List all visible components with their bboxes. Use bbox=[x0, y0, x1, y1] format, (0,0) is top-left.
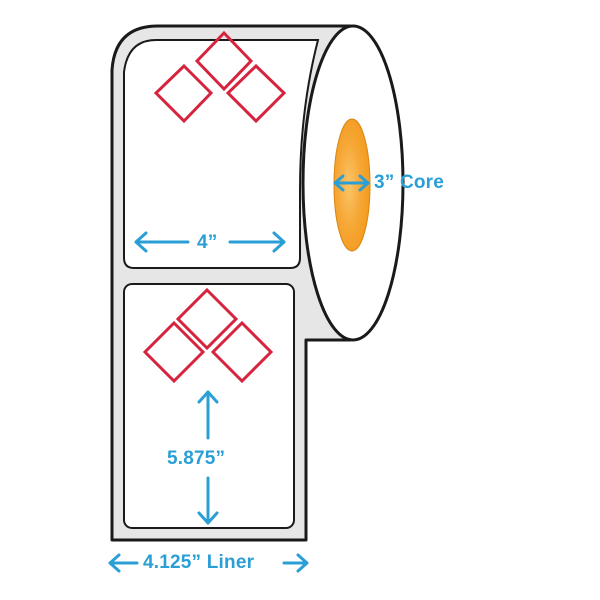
hazard-diamond-top bbox=[175, 287, 239, 351]
label-height-arrow bbox=[197, 390, 219, 525]
hazard-diamond-left bbox=[153, 63, 214, 124]
core bbox=[333, 118, 371, 252]
core-diameter-text: 3” Core bbox=[374, 172, 445, 193]
hazard-diamond-cluster-icon bbox=[142, 287, 274, 384]
hazard-diamond-top bbox=[194, 30, 254, 92]
top-label bbox=[123, 39, 320, 269]
liner-width-arrow bbox=[108, 553, 309, 573]
hazard-diamond-cluster-icon bbox=[153, 30, 287, 124]
hazard-diamond-left bbox=[142, 320, 206, 384]
hazard-diamond-right bbox=[210, 320, 274, 384]
liner-width-text: 4.125” Liner bbox=[143, 552, 255, 573]
label-width-text: 4” bbox=[197, 232, 218, 253]
hazard-diamond-right bbox=[225, 63, 287, 124]
label-height-text: 5.875” bbox=[167, 448, 226, 469]
label-width-arrow bbox=[134, 231, 286, 253]
core-diameter-arrow bbox=[333, 174, 370, 192]
